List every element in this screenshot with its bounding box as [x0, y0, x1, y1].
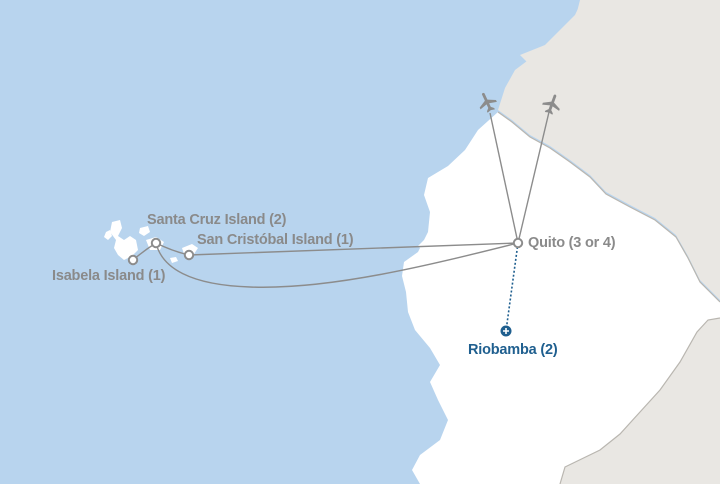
- route-quito-san-cristobal: [188, 242, 519, 256]
- route-flight-arrival: [489, 112, 519, 244]
- airplane-icon: [479, 92, 497, 113]
- santa-cruz-label: Santa Cruz Island (2): [147, 212, 287, 228]
- airplane-icon: [542, 94, 560, 115]
- southern-border: [559, 317, 720, 484]
- espanola-island-shape: [170, 257, 178, 263]
- neighbor-land-coast: [520, 0, 590, 65]
- riobamba-label: Riobamba (2): [468, 342, 558, 358]
- quito-label: Quito (3 or 4): [528, 235, 616, 251]
- san-cristobal-label: San Cristóbal Island (1): [197, 232, 354, 248]
- mainland: [402, 112, 720, 484]
- northern-border: [497, 111, 720, 303]
- route-quito-galapagos-curve: [155, 242, 519, 288]
- isabela-label: Isabela Island (1): [52, 268, 166, 284]
- riobamba-plus-marker-icon: [500, 325, 512, 337]
- san-cristobal-marker-icon: [183, 249, 195, 261]
- santiago-island-shape: [139, 226, 150, 236]
- route-quito-riobamba: [505, 242, 519, 332]
- neighbor-land: [498, 0, 720, 484]
- isabela-island-shape: [110, 220, 138, 260]
- santa-cruz-marker-icon: [150, 237, 162, 249]
- route-flight-departure: [517, 111, 550, 244]
- fernandina-island-shape: [104, 230, 112, 240]
- isabela-marker-icon: [127, 254, 139, 266]
- quito-marker-icon: [512, 237, 524, 249]
